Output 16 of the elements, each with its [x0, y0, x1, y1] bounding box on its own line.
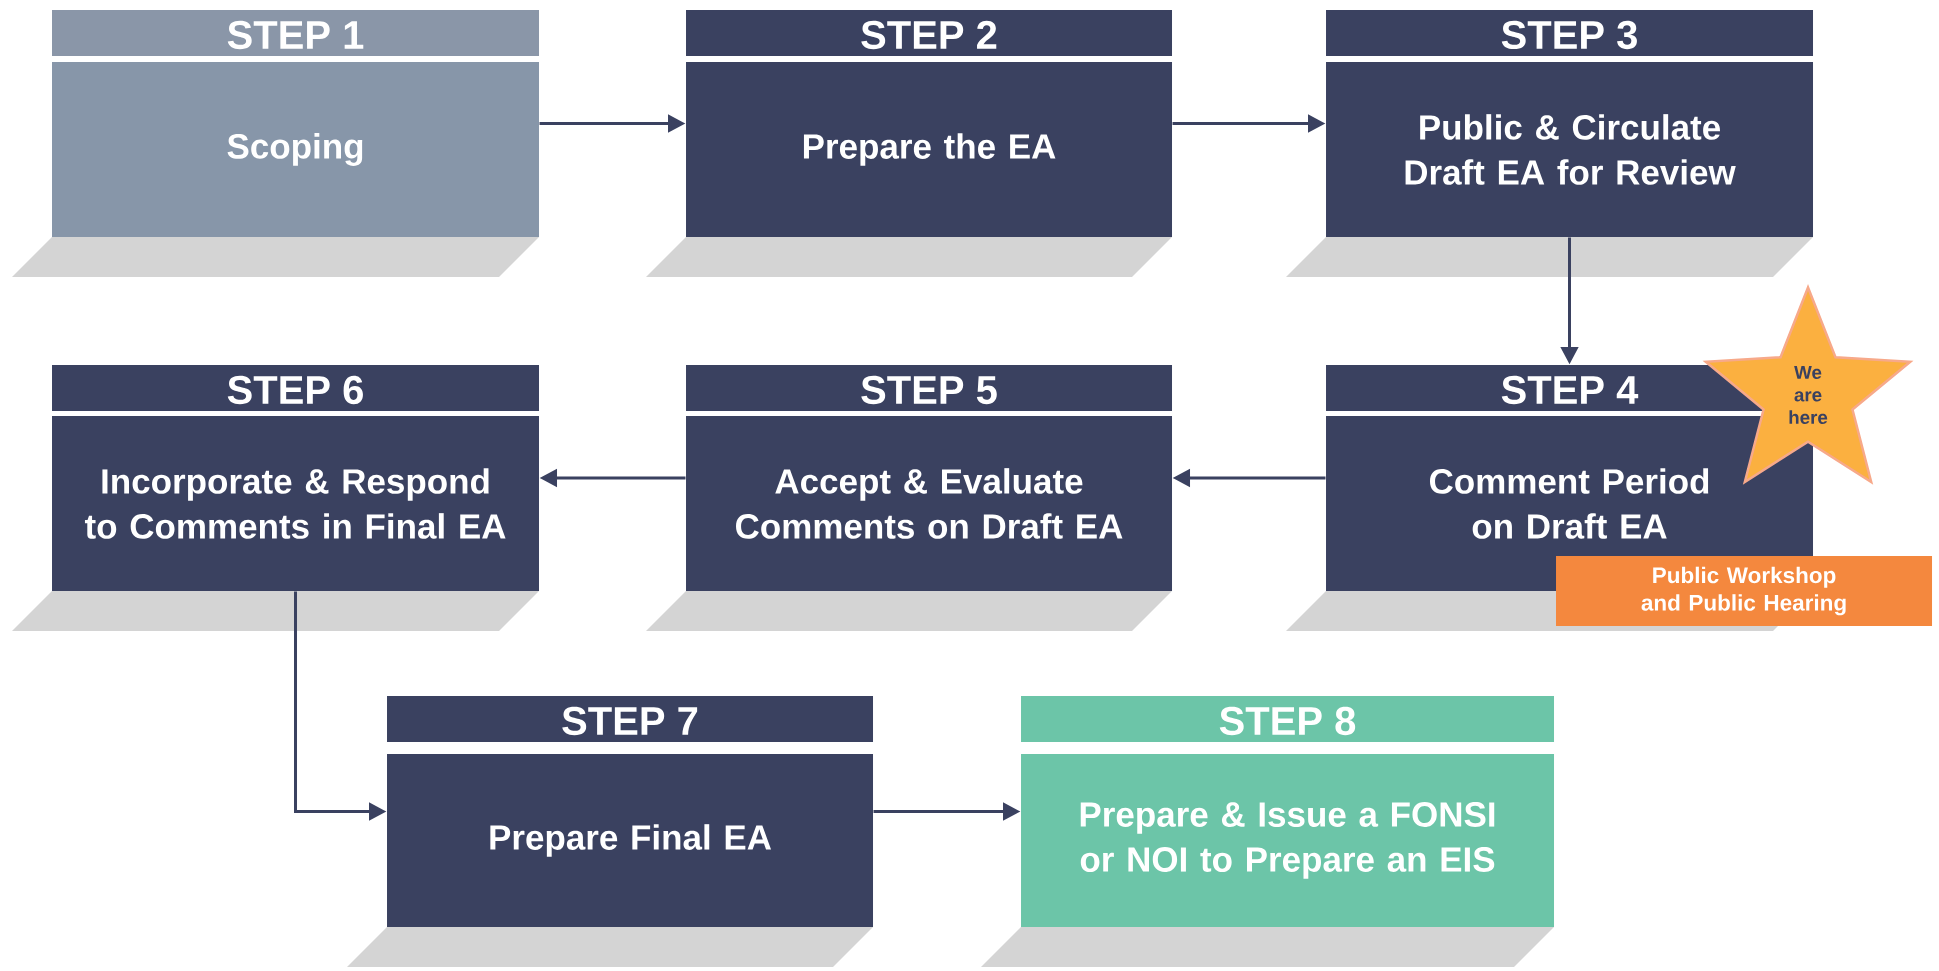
step-card: STEP 2 Prepare the EA [646, 10, 1172, 277]
note-box: Public Workshop and Public Hearing [1556, 556, 1933, 626]
node-label: STEP 8 [1219, 706, 1356, 736]
step-card: STEP 7 Prepare Final EA [347, 696, 873, 967]
step-card: STEP 1 Scoping [12, 10, 539, 277]
node-label: STEP 4 [1501, 375, 1639, 405]
node-label: STEP 3 [1501, 20, 1637, 50]
step-card: STEP 5 Accept & Evaluate Comments on Draft EA [646, 365, 1172, 631]
step-card: STEP 6 Incorporate & Respond to Comments in Final EA [12, 365, 539, 631]
step-card: STEP 3 Public & Circulate Draft EA for Review [1286, 10, 1813, 277]
node-label: STEP 7 [562, 706, 698, 736]
node-label: STEP 2 [861, 20, 997, 50]
node-label: STEP 5 [861, 375, 997, 405]
node-label: STEP 6 [227, 375, 363, 405]
step-card: STEP 8 Prepare & Issue a FONSI or NOI to Prepare an EIS [981, 696, 1554, 967]
node-label: STEP 1 [227, 20, 364, 50]
